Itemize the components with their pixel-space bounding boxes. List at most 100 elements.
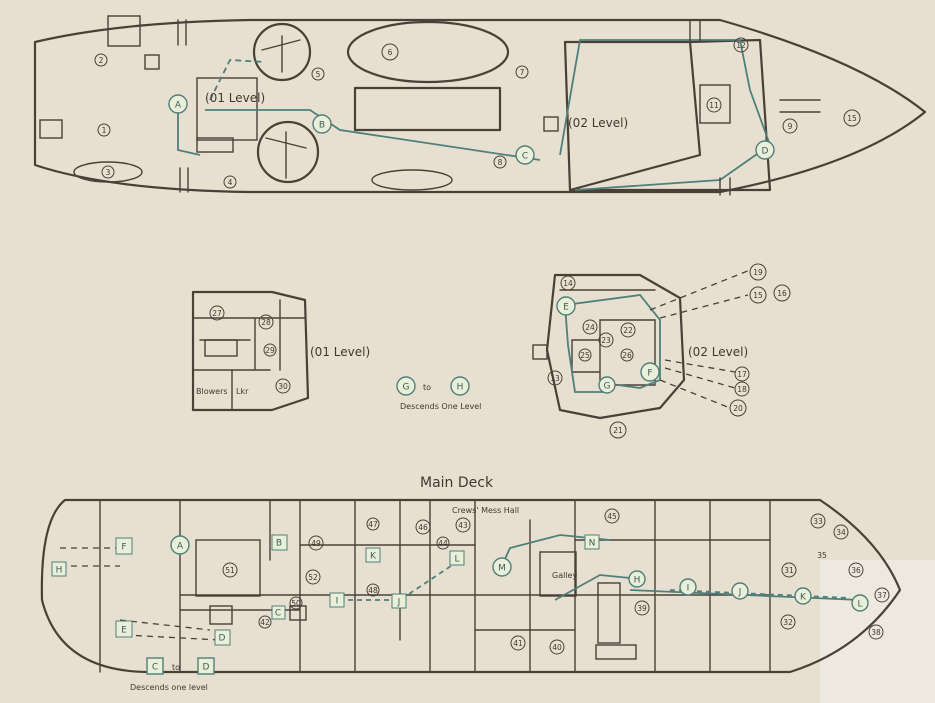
marker-m-main-label: M [498,564,506,574]
marker-g-note-label: G [403,383,410,393]
item-4-circle [223,175,237,189]
main-partitions [179,539,771,631]
level02-numbered-items: 14 13 15 16 17 18 19 20 21 22 23 24 25 2… [547,263,791,439]
item-37-circle [874,587,890,603]
marker-j2-main-label: J [738,588,742,598]
level02-house [563,40,702,192]
marker-c-top-label: C [522,152,528,162]
main-deck-title: Main Deck [420,475,494,491]
main-route-dashed [330,559,851,601]
item-21-circle [609,421,627,439]
marker-f-mid [640,362,660,382]
c-to-d-note: C to D Descends one level [130,657,215,692]
item-7: 7 [520,68,525,77]
item-25-circle [578,348,592,362]
item-42-circle [258,615,272,629]
main-hull-outline [40,498,902,674]
marker-h-note [450,376,470,396]
item-28: 28 [261,318,271,327]
item-5: 5 [316,70,321,79]
item-26-circle [620,348,634,362]
marker-d-note-label: D [203,663,210,673]
item-14-circle [560,275,576,291]
item-45: 45 [607,512,617,521]
item-31: 31 [784,566,794,575]
marker-c-note-label: C [152,663,158,673]
marker-c-main-label: C [275,609,281,619]
item-34: 34 [836,528,846,537]
item-39: 39 [637,604,647,613]
item-5-circle [311,67,325,81]
level02-markers: E F G [556,296,660,394]
item-17-circle [734,366,750,382]
level01-outline [191,290,310,412]
marker-k-main-label: K [370,552,377,562]
marker-m-main [492,557,512,577]
marker-j-main [391,593,407,609]
item-11: 11 [709,101,719,110]
level02-outline [545,273,686,420]
marker-k2-main [794,587,812,605]
marker-k2-main-label: K [800,593,807,603]
marker-a-top [168,94,188,114]
blowers-label: Blowers [196,387,228,396]
item-45-circle [604,508,620,524]
stair-01 [196,137,234,153]
item-3: 3 [106,168,111,177]
item-6: 6 [388,48,393,57]
marker-i2-main-label: I [687,584,690,594]
item-35: 35 [817,551,827,560]
main-stair-aft [209,605,233,625]
main-deck-plan: Crews' Mess Hall Galley [40,498,902,674]
central-hatch [353,86,502,132]
item-50: 50 [291,599,301,608]
lifeboat-3 [73,161,143,183]
marker-l-main [449,550,465,566]
item-32-circle [780,614,796,630]
upper-route-markers: A B C D [168,94,775,165]
marker-f-main [115,537,133,555]
marker-g-mid [598,376,616,394]
item-42: 42 [260,618,270,627]
item-51-circle [222,562,238,578]
anchor-gear [779,99,821,113]
marker-l2-main [851,594,869,612]
item-48: 48 [368,586,378,595]
marker-g-note [396,376,416,396]
c-to-d-desc: Descends one level [130,683,208,692]
item-22: 22 [623,326,633,335]
item-22-circle [620,322,636,338]
item-1-circle [97,123,111,137]
marker-d-top-label: D [762,147,769,157]
item-32: 32 [783,618,793,627]
marker-i2-main [679,578,697,596]
item-13-circle [547,370,563,386]
item-36-circle [848,562,864,578]
level02-mid-label: (02 Level) [688,345,748,359]
item-4: 4 [228,178,233,187]
marker-f-main-label: F [121,543,126,553]
marker-b-top [312,114,332,134]
item-49-circle [308,535,324,551]
upper-route-dashed [209,59,266,101]
marker-h-main [51,561,67,577]
aft-house [107,15,141,47]
item-24: 24 [585,323,595,332]
item-19-circle [749,263,767,281]
winch-upper-arm [261,35,301,73]
marker-j-main-label: J [397,598,401,608]
item-46: 46 [418,523,428,532]
item-11-circle [706,97,722,113]
item-43-circle [455,517,471,533]
item-28-circle [258,314,274,330]
bollards [177,19,731,196]
winch-upper [252,22,312,82]
item-23-circle [598,332,614,348]
item-25: 25 [580,351,590,360]
item-14: 14 [563,279,573,288]
item-29: 29 [265,346,275,355]
marker-f-mid-label: F [647,369,652,379]
item-15-mid-circle [749,286,767,304]
item-40: 40 [552,643,562,652]
